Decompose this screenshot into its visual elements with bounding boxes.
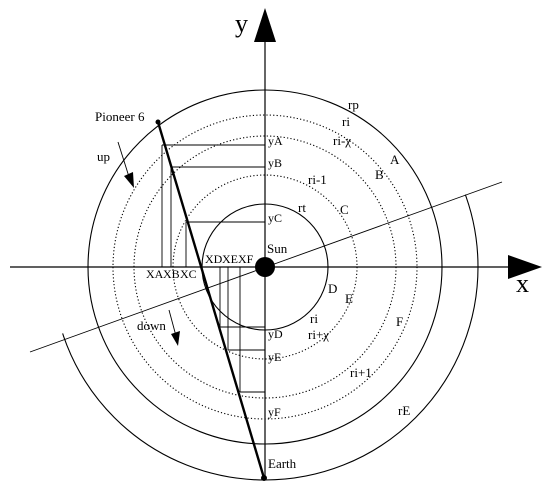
y-axis-arrowhead xyxy=(254,8,276,42)
label-rt: rt xyxy=(298,200,306,215)
line-of-sight xyxy=(156,121,266,479)
tick-xE: XE xyxy=(222,252,238,266)
up-label: up xyxy=(97,149,110,164)
tick-yC: yC xyxy=(268,211,282,225)
label-ri-lower: ri xyxy=(310,311,318,326)
tick-xB: XB xyxy=(163,267,180,281)
y-axis-label: y xyxy=(235,9,248,38)
point-F: F xyxy=(396,314,403,329)
label-ri-plus-1: ri+1 xyxy=(350,365,372,380)
earth-marker xyxy=(261,475,267,481)
tick-xD: XD xyxy=(205,252,223,266)
tick-xF: XF xyxy=(238,252,254,266)
point-D: D xyxy=(328,281,337,296)
tick-yB: yB xyxy=(268,156,282,170)
label-ri-minus-1: ri-1 xyxy=(308,172,327,187)
point-E: E xyxy=(345,291,353,306)
label-ri-plus-chi: ri+χ xyxy=(308,327,329,342)
pioneer6-label: Pioneer 6 xyxy=(95,109,145,124)
tick-yE: yE xyxy=(268,350,281,364)
tick-yA: yA xyxy=(268,134,283,148)
label-ri-minus-chi: ri-χ xyxy=(333,133,351,148)
x-axis-arrowhead xyxy=(508,255,542,279)
tick-yF: yF xyxy=(268,405,281,419)
tick-xC: XC xyxy=(180,267,197,281)
point-C: C xyxy=(340,202,349,217)
point-B: B xyxy=(375,167,384,182)
earth-label: Earth xyxy=(268,456,297,471)
down-arrow-shaft xyxy=(168,309,177,337)
label-rE: rE xyxy=(398,403,410,418)
down-arrow-head xyxy=(171,331,180,346)
up-arrow-shaft xyxy=(117,141,131,181)
sun-dot xyxy=(255,257,275,277)
tick-yD: yD xyxy=(268,327,283,341)
x-axis-label: x xyxy=(516,269,529,298)
down-label: down xyxy=(137,318,166,333)
point-A: A xyxy=(390,152,400,167)
up-arrow-head xyxy=(124,172,134,188)
label-ri: ri xyxy=(342,114,350,129)
tick-xA: XA xyxy=(146,267,164,281)
pioneer6-marker xyxy=(155,119,161,125)
sun-label: Sun xyxy=(267,241,288,256)
label-rp: rp xyxy=(348,97,359,112)
